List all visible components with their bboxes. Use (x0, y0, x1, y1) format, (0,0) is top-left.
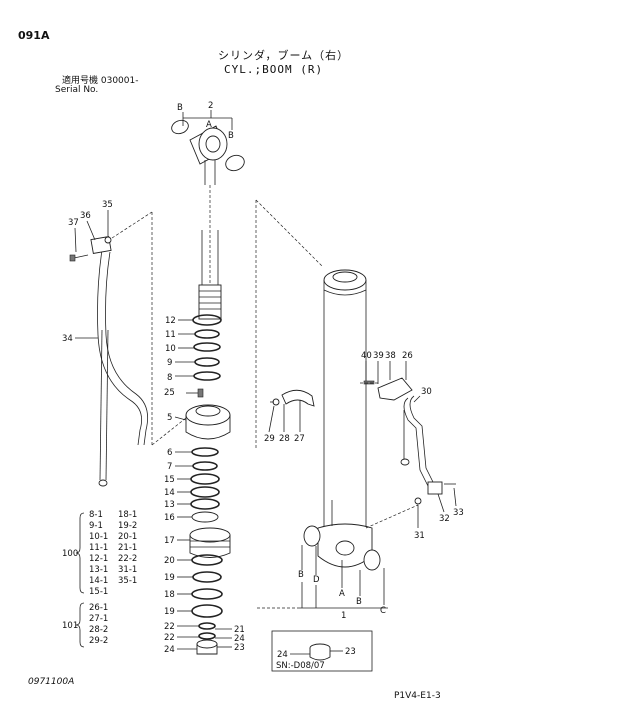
callout-view-b-left: B (177, 103, 183, 113)
callout-13: 13 (164, 500, 175, 510)
callout-19b: 19 (164, 607, 175, 617)
cylinder-barrel (255, 199, 381, 571)
callout-22b: 22 (164, 633, 175, 643)
callout-9: 9 (167, 358, 172, 368)
callout-23: 23 (234, 643, 245, 653)
callout-36: 36 (80, 211, 91, 221)
detail-callout-23: 23 (345, 647, 356, 657)
callout-33: 33 (453, 508, 464, 518)
callout-38: 38 (385, 351, 396, 361)
kit-100-row-1-left: 8-1 (89, 510, 103, 520)
callout-10: 10 (165, 344, 176, 354)
kit-100-row-2-right: 19-2 (118, 521, 137, 531)
callout-b-lower-left: B (298, 570, 304, 580)
kit-100-row-6-left: 13-1 (89, 565, 108, 575)
sheet-code: 091A (18, 29, 50, 42)
callout-20: 20 (164, 556, 175, 566)
callout-26: 26 (402, 351, 413, 361)
callout-17: 17 (164, 536, 175, 546)
callout-14: 14 (164, 488, 175, 498)
kit-100-row-7-right: 35-1 (118, 576, 137, 586)
callout-1: 1 (341, 611, 346, 621)
column-callouts: 12 11 10 9 8 25 5 6 7 15 14 13 16 17 20 … (164, 316, 245, 655)
top-callouts: 2 A B B (177, 101, 234, 141)
callout-31: 31 (414, 531, 425, 541)
bracket-callouts: 40 39 38 26 30 29 28 27 32 33 31 (264, 351, 464, 541)
callout-30: 30 (421, 387, 432, 397)
callout-19: 19 (164, 573, 175, 583)
callout-18: 18 (164, 590, 175, 600)
barrel-callouts: 1 B D A B C (256, 545, 388, 621)
kit-100-row-3-left: 10-1 (89, 532, 108, 542)
callout-d: D (313, 575, 320, 585)
callout-view-a: A (206, 120, 212, 130)
kit-100-row-1-right: 18-1 (118, 510, 137, 520)
callout-27: 27 (294, 434, 305, 444)
callout-a-lower: A (339, 589, 345, 599)
rod-eye-end (171, 119, 245, 185)
callout-16: 16 (164, 513, 175, 523)
callout-12: 12 (165, 316, 176, 326)
kit-100-row-8-left: 15-1 (89, 587, 108, 597)
callout-25: 25 (164, 388, 175, 398)
callout-28: 28 (279, 434, 290, 444)
kit-100-row-4-right: 21-1 (118, 543, 137, 553)
serial-detail-box: 24 23 SN:-D08/07 (271, 630, 373, 672)
seal-stack (185, 314, 231, 655)
callout-24-right: 24 (234, 634, 245, 644)
pipe-assembly (69, 211, 187, 487)
kit-101-row-3: 28-2 (89, 625, 108, 635)
callout-32: 32 (439, 514, 450, 524)
kit-100-row-5-right: 22-2 (118, 554, 137, 564)
piston-rod (198, 185, 222, 320)
bracket-assembly (270, 377, 456, 529)
callout-2: 2 (208, 101, 213, 111)
callout-view-b-right: B (228, 131, 234, 141)
callout-15: 15 (164, 475, 175, 485)
figure-number: 0971100A (28, 677, 75, 687)
kit-100-row-2-left: 9-1 (89, 521, 103, 531)
callout-24: 24 (164, 645, 175, 655)
callout-6: 6 (167, 448, 172, 458)
seal-kit-100: 100 8-1 18-1 9-1 19-2 10-1 20-1 11-1 21-… (62, 510, 137, 597)
page-reference: P1V4-E1-3 (394, 691, 441, 701)
kit-100-row-6-right: 31-1 (118, 565, 137, 575)
kit-100-row-7-left: 14-1 (89, 576, 108, 586)
kit-101-row-2: 27-1 (89, 614, 108, 624)
callout-8: 8 (167, 373, 172, 383)
applicable-model-label: 適用号機 030001- (62, 76, 139, 86)
detail-serial-note: SN:-D08/07 (276, 661, 325, 671)
callout-22a: 22 (164, 622, 175, 632)
kit-100-row-5-left: 12-1 (89, 554, 108, 564)
callout-11: 11 (165, 330, 176, 340)
callout-37: 37 (68, 218, 79, 228)
seal-kit-101: 101 26-1 27-1 28-2 29-2 (62, 602, 108, 648)
callout-35: 35 (102, 200, 113, 210)
kit-100-number: 100 (62, 549, 78, 559)
pipe-callouts: 37 36 35 34 (62, 200, 113, 344)
detail-callout-24: 24 (277, 650, 288, 660)
kit-100-row-3-right: 20-1 (118, 532, 137, 542)
kit-101-row-1: 26-1 (89, 603, 108, 613)
kit-100-row-4-left: 11-1 (89, 543, 108, 553)
title-japanese: シリンダ，ブーム（右） (218, 49, 350, 62)
title-english: CYL.;BOOM (R) (224, 63, 324, 76)
callout-34: 34 (62, 334, 73, 344)
callout-c: C (380, 606, 386, 616)
callout-39: 39 (373, 351, 384, 361)
serial-number-label: Serial No. (55, 85, 99, 95)
callout-b-lower-right: B (356, 597, 362, 607)
callout-5: 5 (167, 413, 172, 423)
callout-29: 29 (264, 434, 275, 444)
callout-21: 21 (234, 625, 245, 635)
kit-101-number: 101 (62, 621, 78, 631)
callout-40: 40 (361, 351, 372, 361)
callout-7: 7 (167, 462, 172, 472)
kit-101-row-4: 29-2 (89, 636, 108, 646)
